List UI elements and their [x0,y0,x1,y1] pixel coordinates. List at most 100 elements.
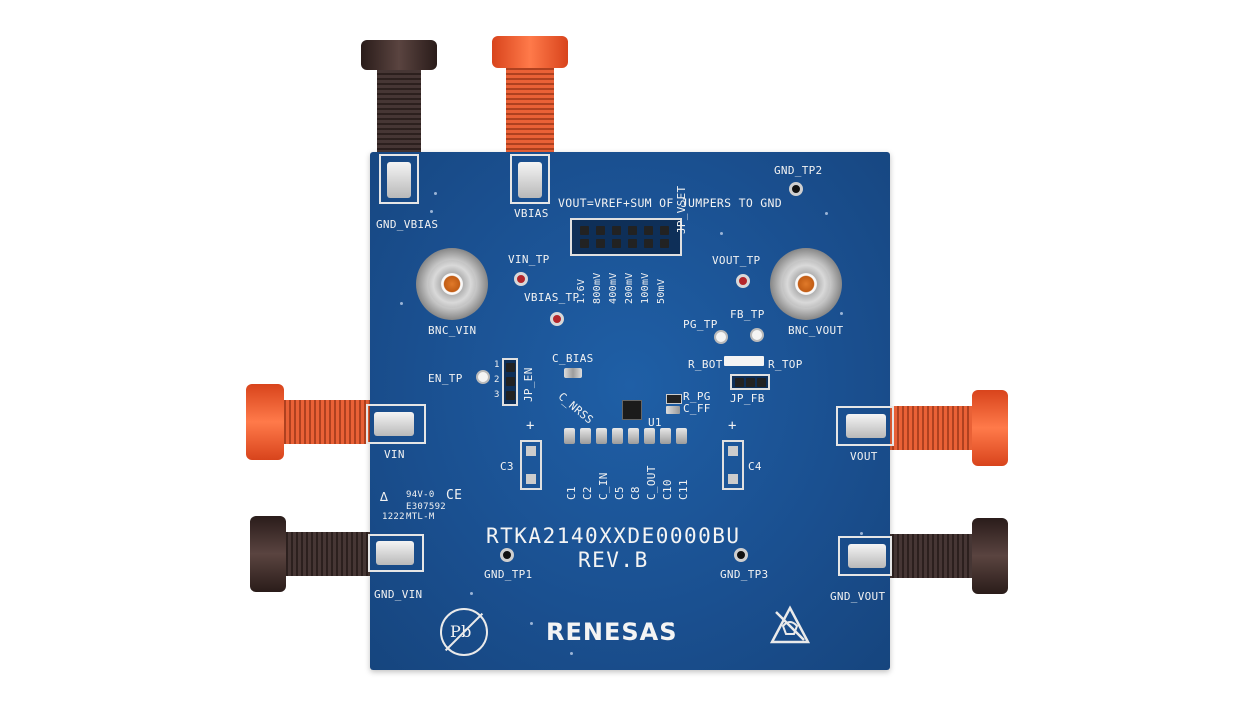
r-bot-r-top-pads [724,356,764,366]
gnd-vin-binding-post [250,516,386,592]
revision: REV.B [578,548,649,572]
c4-label: C4 [748,460,762,473]
capacitor-label: C1 [565,486,578,500]
jp-vset-pin[interactable] [596,226,605,235]
jp-en-header [502,358,518,406]
jp-vset-pin[interactable] [660,226,669,235]
capacitor [596,428,607,444]
jp-vset-pin[interactable] [612,239,621,248]
bnc-vout-connector[interactable] [770,248,842,320]
pb-free-icon: Pb [440,608,488,656]
ul-logo-icon: ∆ [380,490,389,505]
u1-label: U1 [648,416,662,429]
jumper-value-label: 200mV [624,272,635,304]
gnd-vin-pad [368,534,424,572]
jp-vset-pin[interactable] [628,239,637,248]
jp-vset-pin[interactable] [580,239,589,248]
capacitor-label: C5 [613,486,626,500]
bnc-vin-connector[interactable] [416,248,488,320]
renesas-logo: RENESAS [546,618,678,646]
bnc-vout-label: BNC_VOUT [788,324,844,337]
jp-en-pin-3: 3 [494,390,500,400]
vbias-tp [550,312,564,326]
jumper-value-label: 400mV [608,272,619,304]
vout-tp [736,274,750,288]
vbias-label: VBIAS [514,207,549,220]
capacitor-label: C_OUT [645,465,658,500]
c-bias-label: C_BIAS [552,352,594,365]
pg-tp [714,330,728,344]
capacitor [644,428,655,444]
c-ff [666,406,680,414]
jp-vset-pin[interactable] [660,239,669,248]
jp-en-pin-2: 2 [494,375,500,385]
capacitor [628,428,639,444]
r-bot-label: R_BOT [688,358,723,371]
capacitor [660,428,671,444]
ce-mark: CE [446,488,463,503]
vin-tp [514,272,528,286]
jp-vset-pin[interactable] [628,226,637,235]
vin-pad [366,404,426,444]
capacitor-label: C8 [629,486,642,500]
jp-fb-label: JP_FB [730,392,765,405]
gnd-tp3-label: GND_TP3 [720,568,769,581]
vout-formula: VOUT=VREF+SUM OF JUMPERS TO GND [558,196,782,210]
gnd-tp2 [789,182,803,196]
esd-icon [768,604,812,648]
jp-vset-pin[interactable] [596,239,605,248]
r-pg-label: R_PG [683,390,711,403]
vin-label: VIN [384,448,405,461]
jp-vset-pin[interactable] [644,239,653,248]
jp-vset-pin[interactable] [580,226,589,235]
gnd-vin-label: GND_VIN [374,588,423,601]
gnd-vbias-binding-post [361,40,437,170]
jp-vset-pin[interactable] [612,226,621,235]
r-pg [666,394,682,404]
capacitor [564,428,575,444]
jumper-value-label: 50mV [656,278,667,304]
jp-vset-header [570,218,682,256]
c3-label: C3 [500,460,514,473]
capacitor-label: C2 [581,486,594,500]
c3-plus: + [526,418,535,434]
gnd-vbias-pad [379,154,419,204]
jp-vset-label: JP_VSET [675,185,688,234]
jp-vset-pin[interactable] [644,226,653,235]
capacitor-label: C_IN [597,472,610,500]
vin-tp-label: VIN_TP [508,253,550,266]
gnd-tp2-label: GND_TP2 [774,164,823,177]
gnd-tp1 [500,548,514,562]
capacitor [612,428,623,444]
c-bias [564,368,582,378]
c3-capacitor [520,440,542,490]
u1-chip [622,400,642,420]
gnd-vbias-label: GND_VBIAS [376,218,439,231]
c4-plus: + [728,418,737,434]
c4-capacitor [722,440,744,490]
ul-file-number: E307592 [406,502,447,512]
jumper-value-label: 800mV [592,272,603,304]
r-top-label: R_TOP [768,358,803,371]
fb-tp-label: FB_TP [730,308,765,321]
jp-en-label: JP_EN [522,367,535,402]
pcb-board: GND_VBIAS VBIAS GND_TP2 VOUT=VREF+SUM OF… [366,152,894,670]
gnd-vout-binding-post [872,518,1008,594]
part-number: RTKA2140XXDE0000BU [486,524,741,548]
gnd-vout-label: GND_VOUT [830,590,886,603]
gnd-vout-pad [838,536,892,576]
c-nrss-label: C_NRSS [555,390,596,427]
ul-rating: 94V-0 [406,490,435,500]
ul-material: MTL-M [406,512,435,522]
vbias-tp-label: VBIAS_TP [524,291,580,304]
capacitor-label: C11 [677,479,690,500]
vin-binding-post [246,384,386,460]
en-tp-label: EN_TP [428,372,463,385]
en-tp [476,370,490,384]
vout-pad [836,406,894,446]
vout-tp-label: VOUT_TP [712,254,761,267]
capacitor [580,428,591,444]
gnd-tp3 [734,548,748,562]
capacitor [676,428,687,444]
